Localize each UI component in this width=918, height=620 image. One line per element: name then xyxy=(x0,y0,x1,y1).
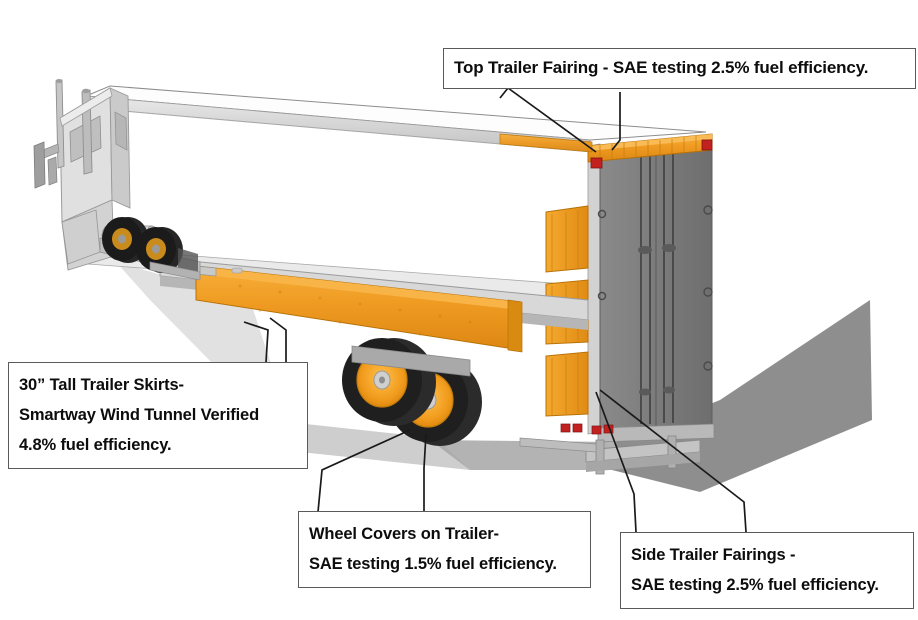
callout-side-trailer-fairings: Side Trailer Fairings - SAE testing 2.5%… xyxy=(620,532,914,609)
callout-line: SAE testing 1.5% fuel efficiency. xyxy=(309,555,557,573)
tractor xyxy=(33,79,201,281)
side-fairing-panel-lower xyxy=(545,351,589,417)
callout-line: Wheel Covers on Trailer- xyxy=(309,525,499,543)
trailer-rear-doors xyxy=(597,135,715,443)
tail-lights xyxy=(560,423,614,435)
callout-line: Top Trailer Fairing - SAE testing 2.5% f… xyxy=(454,58,869,77)
callout-line: 30” Tall Trailer Skirts- xyxy=(19,376,184,394)
callout-line: 4.8% fuel efficiency. xyxy=(19,436,172,454)
top-trailer-fairing xyxy=(499,133,713,169)
trailer-wheels xyxy=(342,338,482,446)
callout-line: Smartway Wind Tunnel Verified xyxy=(19,406,259,424)
side-fairing-panel-upper xyxy=(545,205,589,273)
callout-line: SAE testing 2.5% fuel efficiency. xyxy=(631,576,879,594)
callout-top-trailer-fairing: Top Trailer Fairing - SAE testing 2.5% f… xyxy=(443,48,916,89)
tractor-drive-wheels xyxy=(102,217,183,273)
callout-trailer-skirts: 30” Tall Trailer Skirts- Smartway Wind T… xyxy=(8,362,308,469)
leader-lines xyxy=(243,86,747,533)
callout-wheel-covers: Wheel Covers on Trailer- SAE testing 1.5… xyxy=(298,511,591,588)
callout-line: Side Trailer Fairings - xyxy=(631,546,796,564)
